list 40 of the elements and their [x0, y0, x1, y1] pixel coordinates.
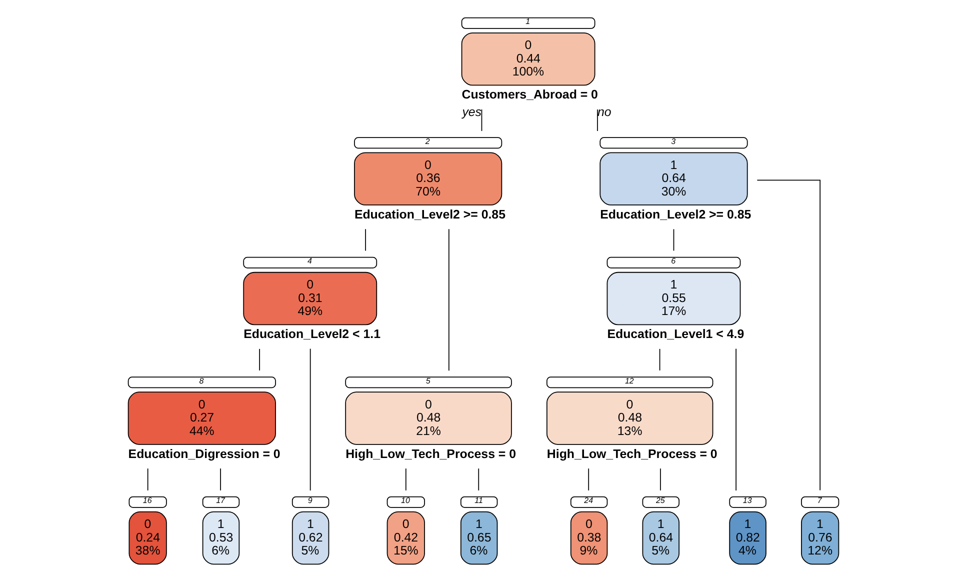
- node-label: Education_Level2 >= 0.85: [354, 207, 505, 222]
- connector: [480, 109, 482, 132]
- node-label: 12: [624, 376, 634, 386]
- node-label: 7: [816, 496, 822, 506]
- node-label: Education_Digression = 0: [128, 446, 280, 461]
- connector: [588, 468, 589, 491]
- node-label: 6: [670, 256, 676, 266]
- node-label: 1: [525, 17, 530, 26]
- connector: [258, 348, 260, 371]
- node-label: 8: [198, 376, 204, 386]
- node-label: 9: [307, 496, 312, 506]
- connector: [672, 228, 674, 252]
- connector: [756, 180, 820, 491]
- node-label: 24: [584, 496, 593, 506]
- connector: [596, 109, 598, 132]
- node-label: 13: [742, 496, 752, 506]
- node-label: 2: [424, 136, 430, 146]
- node-label: 10: [400, 496, 410, 506]
- node-label: Education_Level1 < 4.9: [606, 327, 744, 342]
- node-label: 16: [142, 496, 152, 506]
- node-label: 25: [656, 496, 664, 506]
- node-label: Customers_Abroad = 0: [461, 88, 598, 102]
- connector: [735, 348, 736, 491]
- node-label: 11: [474, 496, 482, 506]
- connector: [146, 468, 148, 491]
- connector: [404, 468, 406, 491]
- node-label: High_Low_Tech_Process = 0: [546, 446, 717, 461]
- node-label: High_Low_Tech_Process = 0: [345, 446, 516, 461]
- node-label: Education_Level2 < 1.1: [243, 327, 380, 342]
- node-label: 17: [216, 496, 224, 506]
- connector: [364, 228, 366, 252]
- node-label: 5: [425, 376, 430, 386]
- node-label: Education_Level2 >= 0.85: [600, 207, 751, 222]
- connector: [478, 468, 479, 491]
- connector: [448, 228, 449, 372]
- connector: [658, 348, 660, 371]
- node-label: 3: [670, 136, 676, 146]
- node-label: 4: [306, 256, 312, 266]
- connector: [309, 348, 310, 491]
- edge-label: yes: [462, 104, 482, 119]
